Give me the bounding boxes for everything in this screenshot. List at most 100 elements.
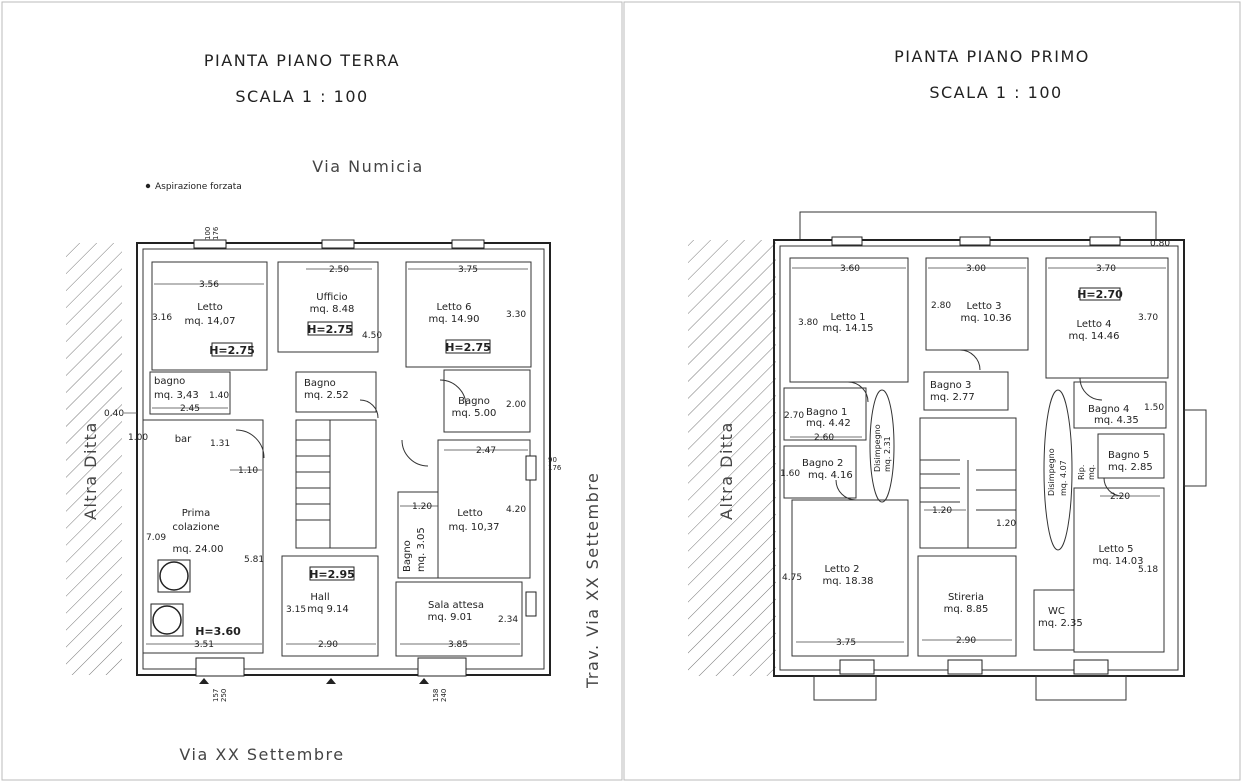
svg-text:1.10: 1.10 <box>238 466 258 476</box>
room-area: mq. 8.48 <box>310 304 355 315</box>
room-name: Disimpegno <box>873 424 882 472</box>
svg-text:3.75: 3.75 <box>458 265 478 275</box>
svg-text:0.40: 0.40 <box>104 409 124 419</box>
plan-piano-primo: PIANTA PIANO PRIMO SCALA 1 : 100 Altra D… <box>688 47 1207 701</box>
svg-text:3.85: 3.85 <box>448 640 468 650</box>
room-area: mq. 4.35 <box>1094 415 1139 426</box>
room-area: mq. 10,37 <box>448 522 499 533</box>
svg-text:1.60: 1.60 <box>780 469 800 479</box>
room-area: mq. 10.36 <box>960 313 1011 324</box>
svg-text:2.45: 2.45 <box>180 404 200 414</box>
room-area: mq. 2.77 <box>930 392 975 403</box>
svg-text:1.40: 1.40 <box>209 391 229 401</box>
room-name: Hall <box>310 592 329 603</box>
neighbour-hatch <box>66 243 122 675</box>
svg-text:5.81: 5.81 <box>244 555 264 565</box>
room-area: mq. 4.07 <box>1059 460 1068 496</box>
room-area: mq. <box>1087 465 1096 480</box>
svg-text:4.75: 4.75 <box>782 573 802 583</box>
room-area: mq. 14.03 <box>1092 556 1143 567</box>
svg-text:1.20: 1.20 <box>412 502 432 512</box>
svg-text:2.00: 2.00 <box>506 400 526 410</box>
room-area: mq. 3.05 <box>416 527 427 572</box>
svg-text:90: 90 <box>548 456 557 464</box>
room-area: mq. 2.35 <box>1038 618 1083 629</box>
room-name: Letto <box>457 508 483 519</box>
svg-text:1.20: 1.20 <box>932 506 952 516</box>
dimensions: 0.80 3.60 3.00 3.70 3.80 2.80 3.70 2.70 … <box>780 239 1170 648</box>
room-name: Letto 5 <box>1098 544 1133 555</box>
room-area: mq. 2.31 <box>883 436 892 472</box>
street-bottom: Via XX Settembre <box>179 745 344 764</box>
room-name: Letto 6 <box>436 302 471 313</box>
room-name: Letto <box>197 302 223 313</box>
svg-text:3.75: 3.75 <box>836 638 856 648</box>
svg-text:1.50: 1.50 <box>1144 403 1164 413</box>
svg-text:2.20: 2.20 <box>1110 492 1130 502</box>
plan-scale: SCALA 1 : 100 <box>235 87 368 106</box>
svg-text:3.60: 3.60 <box>840 264 860 274</box>
room-name: colazione <box>172 522 219 533</box>
svg-text:4.50: 4.50 <box>362 331 382 341</box>
room-lines <box>142 239 537 677</box>
room-name: Bagno 1 <box>806 407 847 418</box>
room-name: Disimpegno <box>1047 448 1056 496</box>
svg-text:2.60: 2.60 <box>814 433 834 443</box>
room-name: Stireria <box>948 592 984 603</box>
room-height: H=2.70 <box>1077 288 1123 301</box>
room-name: Bagno <box>304 378 336 389</box>
room-area: mq. 14.90 <box>428 314 479 325</box>
room-area: mq. 3,43 <box>154 390 199 401</box>
room-name: Bagno 3 <box>930 380 971 391</box>
plan-title: PIANTA PIANO TERRA <box>204 51 400 70</box>
svg-text:1.31: 1.31 <box>210 439 230 449</box>
room-name: Prima <box>182 508 211 519</box>
svg-text:176: 176 <box>548 464 562 472</box>
svg-text:100: 100 <box>204 227 212 240</box>
room-area: mq. 4.16 <box>808 470 853 481</box>
room-name: Rip. <box>1077 465 1086 480</box>
room-height: H=2.75 <box>307 323 353 336</box>
svg-text:157: 157 <box>212 689 220 702</box>
svg-text:3.56: 3.56 <box>199 280 219 290</box>
svg-text:2.70: 2.70 <box>784 411 804 421</box>
room-area: mq. 4.42 <box>806 418 851 429</box>
plan-title: PIANTA PIANO PRIMO <box>894 47 1090 66</box>
svg-text:3.30: 3.30 <box>506 310 526 320</box>
street-top: Via Numicia <box>312 157 424 176</box>
room-name: Letto 4 <box>1076 319 1111 330</box>
room-area: mq 9.14 <box>307 604 349 615</box>
svg-text:4.20: 4.20 <box>506 505 526 515</box>
svg-text:2.47: 2.47 <box>476 446 496 456</box>
room-area: mq. 24.00 <box>172 544 223 555</box>
room-area: mq. 14.46 <box>1068 331 1119 342</box>
room-height: H=2.95 <box>309 568 355 581</box>
room-name: bagno <box>154 376 185 387</box>
svg-text:0.80: 0.80 <box>1150 239 1170 249</box>
svg-text:2.80: 2.80 <box>931 301 951 311</box>
room-name: Letto 3 <box>966 301 1001 312</box>
svg-text:2.50: 2.50 <box>329 265 349 275</box>
svg-text:158: 158 <box>432 689 440 702</box>
room-name: Ufficio <box>316 292 347 303</box>
svg-text:2.90: 2.90 <box>956 636 976 646</box>
svg-text:240: 240 <box>440 689 448 702</box>
side-label: Altra Ditta <box>717 421 736 520</box>
room-height: H=2.75 <box>209 344 255 357</box>
svg-text:3.51: 3.51 <box>194 640 214 650</box>
svg-text:2.34: 2.34 <box>498 615 518 625</box>
neighbour-hatch <box>688 240 776 676</box>
svg-text:3.70: 3.70 <box>1138 313 1158 323</box>
side-label: Altra Ditta <box>81 421 100 520</box>
sheet-border-left <box>1 1 623 781</box>
room-name: Bagno <box>402 540 413 572</box>
svg-text:1.00: 1.00 <box>128 433 148 443</box>
room-name: bar <box>175 434 192 445</box>
room-area: mq. 9.01 <box>428 612 473 623</box>
svg-text:3.80: 3.80 <box>798 318 818 328</box>
room-area: mq. 18.38 <box>822 576 873 587</box>
room-name: Bagno 2 <box>802 458 843 469</box>
plan-piano-terra: PIANTA PIANO TERRA SCALA 1 : 100 Via Num… <box>66 51 602 764</box>
room-name: Bagno <box>458 396 490 407</box>
